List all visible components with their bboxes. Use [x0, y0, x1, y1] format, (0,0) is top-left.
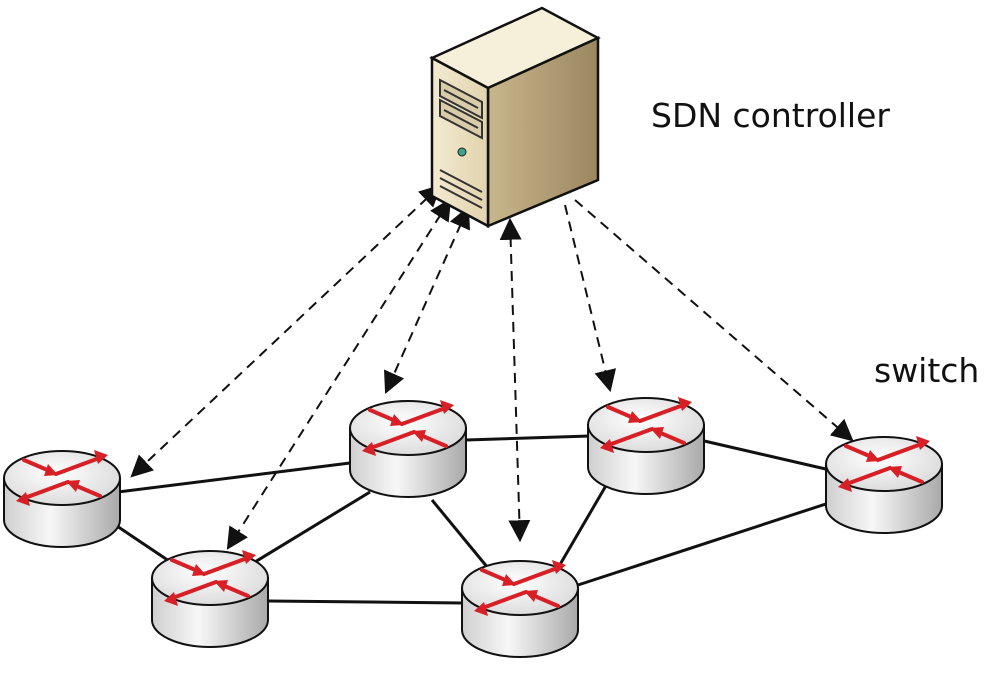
- link-s3-s5: [430, 499, 490, 569]
- control-link-s5: [499, 217, 531, 543]
- link-s1-s3: [117, 460, 359, 494]
- link-s3-s4: [465, 434, 591, 442]
- router-switch-icon: [586, 395, 706, 496]
- router-switch-icon: [150, 548, 270, 649]
- router-switch-icon: [824, 434, 944, 535]
- server-icon: [429, 6, 601, 229]
- link-s5-s6: [577, 498, 839, 587]
- router-switch-icon: [460, 558, 580, 659]
- switch-s6: [824, 434, 944, 535]
- control-links: [130, 184, 854, 550]
- switch-s4: [586, 395, 706, 496]
- router-switch-icon: [348, 398, 468, 499]
- link-s2-s3: [249, 490, 371, 567]
- link-s2-s5: [267, 599, 463, 605]
- switch-label: switch: [874, 351, 980, 390]
- switch-s3: [348, 398, 468, 499]
- switch-s5: [460, 558, 580, 659]
- link-s4-s6: [699, 438, 831, 472]
- switch-s1: [2, 448, 122, 549]
- router-switch-icon: [2, 448, 122, 549]
- controller-label: SDN controller: [651, 96, 890, 135]
- switch-s2: [150, 548, 270, 649]
- control-link-s4: [564, 204, 617, 393]
